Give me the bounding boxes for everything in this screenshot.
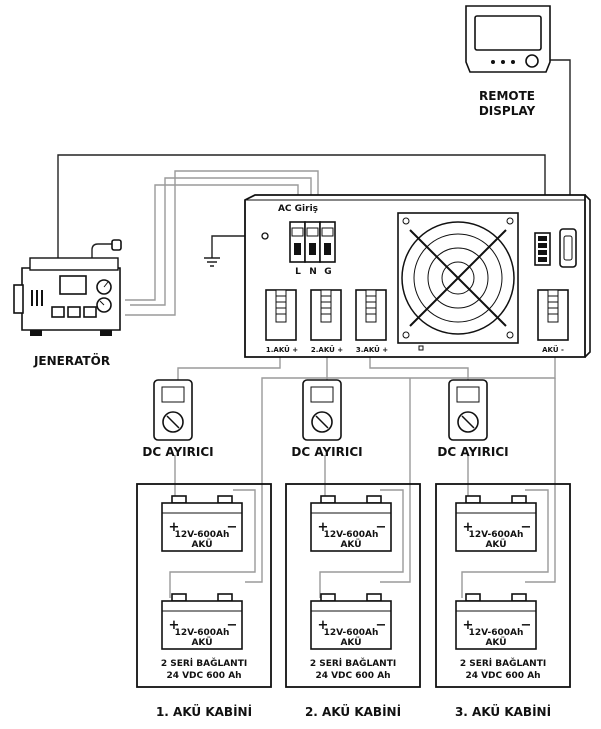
cabinet-title: 2. AKÜ KABİNİ (305, 704, 401, 719)
knob-icon (525, 54, 539, 68)
dc-disconnector (302, 379, 342, 441)
connection-spec: 24 VDC 600 Ah (166, 671, 241, 681)
plus-sign: + (318, 618, 329, 633)
dc-disconnector-label: DC AYIRICI (291, 445, 362, 459)
connection-type: 2 SERİ BAĞLANTI (460, 657, 546, 669)
battery-icon (310, 593, 392, 650)
dc-disconnector (153, 379, 193, 441)
plus-sign: + (463, 520, 474, 535)
breaker-label-g: G (324, 267, 331, 277)
terminal-label: 1.AKÜ + (266, 345, 298, 354)
ac-input-label: AC Giriş (278, 204, 318, 214)
dc-disconnector-label: DC AYIRICI (437, 445, 508, 459)
connection-type: 2 SERİ BAĞLANTI (310, 657, 396, 669)
battery-cabinet-1 (136, 483, 272, 688)
fan-icon (397, 212, 519, 344)
minus-sign: − (376, 618, 387, 633)
remote-display (465, 5, 551, 73)
dc-disconnector-label: DC AYIRICI (142, 445, 213, 459)
minus-sign: − (227, 618, 238, 633)
battery-type: AKÜ (485, 637, 506, 648)
battery-type: AKÜ (340, 637, 361, 648)
plus-sign: + (169, 618, 180, 633)
minus-sign: − (521, 520, 532, 535)
battery-icon (161, 593, 243, 650)
battery-icon (310, 495, 392, 552)
battery-rating: 12V-600Ah (324, 530, 379, 540)
battery-type: AKÜ (485, 539, 506, 550)
battery-cabinet-2 (285, 483, 421, 688)
battery-icon (455, 593, 537, 650)
plus-sign: + (463, 618, 474, 633)
connection-spec: 24 VDC 600 Ah (465, 671, 540, 681)
minus-sign: − (376, 520, 387, 535)
terminal-label: 3.AKÜ + (356, 345, 388, 354)
led-icon (491, 60, 495, 64)
battery-cabinet-3 (435, 483, 571, 688)
plus-sign: + (318, 520, 329, 535)
ground-icon (204, 257, 220, 267)
battery-rating: 12V-600Ah (469, 628, 524, 638)
breaker-label-n: N (309, 267, 317, 277)
battery-icon (161, 495, 243, 552)
ac-breakers (289, 221, 336, 263)
breaker-label-l: L (295, 267, 301, 277)
battery-rating: 12V-600Ah (175, 530, 230, 540)
battery-type: AKÜ (191, 539, 212, 550)
connection-spec: 24 VDC 600 Ah (315, 671, 390, 681)
minus-sign: − (521, 618, 532, 633)
remote-display-label: REMOTE (479, 89, 535, 103)
battery-type: AKÜ (191, 637, 212, 648)
plus-sign: + (169, 520, 180, 535)
generator-label: JENERATÖR (33, 353, 110, 368)
battery-icon (455, 495, 537, 552)
battery-rating: 12V-600Ah (469, 530, 524, 540)
battery-rating: 12V-600Ah (175, 628, 230, 638)
terminal-label: 2.AKÜ + (311, 345, 343, 354)
battery-rating: 12V-600Ah (324, 628, 379, 638)
generator-icon (13, 239, 122, 336)
inverter (244, 194, 591, 358)
led-icon (501, 60, 505, 64)
led-icon (511, 60, 515, 64)
terminal-label: AKÜ - (542, 345, 564, 354)
comm-port-icon (534, 228, 577, 268)
connection-type: 2 SERİ BAĞLANTI (161, 657, 247, 669)
battery-type: AKÜ (340, 539, 361, 550)
dc-terminals (265, 289, 569, 341)
dc-disconnector (448, 379, 488, 441)
cabinet-title: 3. AKÜ KABİNİ (455, 704, 551, 719)
cabinet-title: 1. AKÜ KABİNİ (156, 704, 252, 719)
ground-terminal-icon (261, 232, 269, 240)
minus-sign: − (227, 520, 238, 535)
remote-display-label: DISPLAY (479, 104, 536, 118)
